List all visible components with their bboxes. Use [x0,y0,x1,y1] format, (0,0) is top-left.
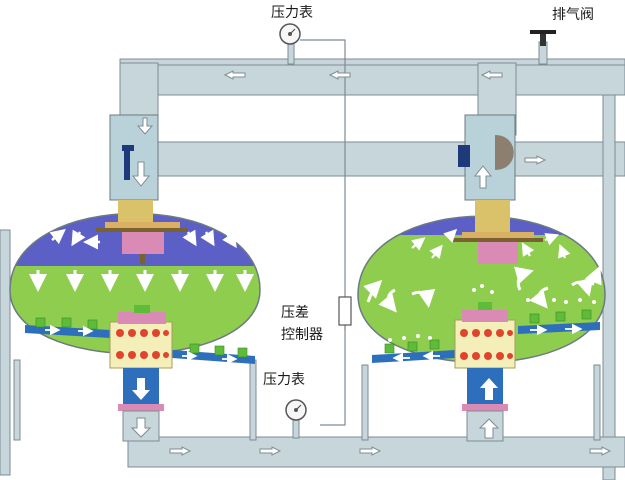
gauge-top-stem [287,41,295,65]
right-hub [454,319,516,369]
flow-arrow [524,155,547,165]
pressure-gauge-top-icon [279,23,301,45]
pipe-flow-arrows [169,70,612,456]
top-bus-pipe-upper [119,58,625,66]
flow-arrow [223,70,246,80]
flow-arrow [259,446,282,456]
far-left-pipe [0,229,11,476]
top-bus-pipe [119,62,625,96]
pressure-gauge-bottom-label: 压力表 [263,372,305,388]
flow-arrow [359,446,382,456]
exhaust-valve-label: 排气阀 [552,7,594,23]
middle-pipe [154,141,625,177]
pressure-gauge-top-label: 压力表 [271,5,313,21]
flow-arrow [589,446,612,456]
flow-arrow [169,446,192,456]
left-filter-tank [9,114,261,442]
flow-arrow [328,70,351,80]
exhaust-valve-icon [530,30,556,46]
flow-arrow [480,70,503,80]
left-hub [109,321,173,369]
pressure-diff-controller-box [338,296,352,326]
pressure-gauge-bottom-icon [285,399,307,439]
right-filter-tank [357,114,606,442]
pressure-diff-controller-label: 压差 控制器 [281,305,323,343]
instrument-lines [300,39,346,426]
